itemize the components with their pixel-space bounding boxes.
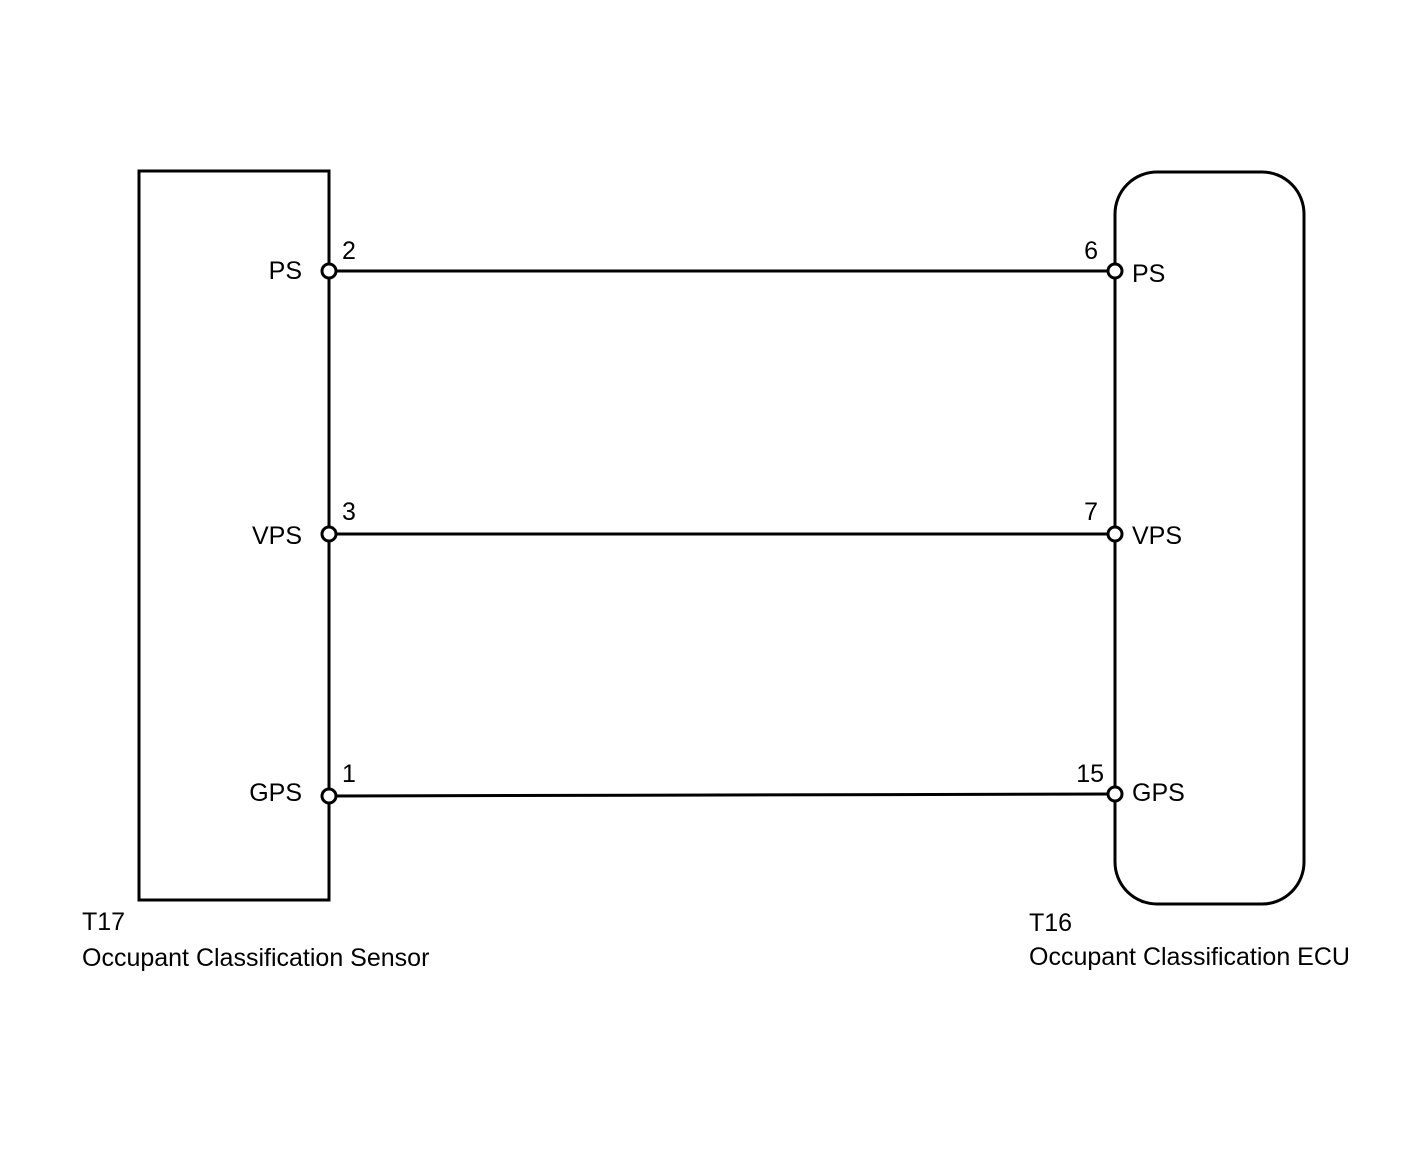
sensor-pin-label-gps: GPS [249, 779, 302, 807]
ecu-pin-label-gps: GPS [1132, 779, 1185, 807]
sensor-id: T17 [82, 908, 125, 936]
sensor-terminal-ps [320, 262, 338, 280]
ecu-name: Occupant Classification ECU [1029, 943, 1350, 971]
ecu-pin-label-vps: VPS [1132, 522, 1182, 550]
wire-gps [328, 792, 1116, 798]
ecu-pin-number-gps: 15 [1076, 760, 1104, 788]
sensor-terminal-gps [320, 787, 338, 805]
ecu-terminal-vps [1106, 525, 1124, 543]
ecu-terminal-gps [1106, 785, 1124, 803]
ecu-pin-number-ps: 6 [1084, 237, 1098, 265]
sensor-pin-label-ps: PS [269, 257, 302, 285]
sensor-name: Occupant Classification Sensor [82, 944, 429, 972]
ecu-pin-label-ps: PS [1132, 260, 1165, 288]
sensor-pin-number-ps: 2 [342, 237, 356, 265]
ecu-pin-number-vps: 7 [1084, 498, 1098, 526]
sensor-pin-number-vps: 3 [342, 498, 356, 526]
sensor-terminal-vps [320, 525, 338, 543]
ecu-terminal-ps [1106, 262, 1124, 280]
sensor-pin-label-vps: VPS [252, 522, 302, 550]
ecu-id: T16 [1029, 909, 1072, 937]
sensor-pin-number-gps: 1 [342, 760, 356, 788]
